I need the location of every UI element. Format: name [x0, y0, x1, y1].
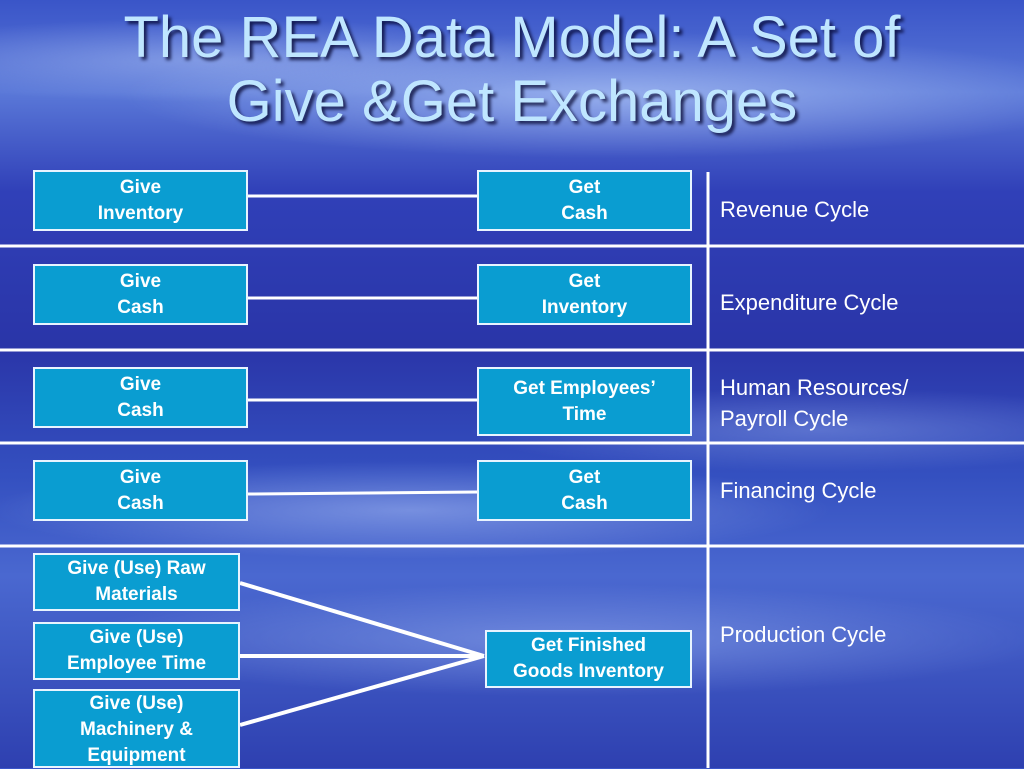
connector: [239, 654, 485, 727]
connector: [247, 490, 479, 496]
give-label: Give Cash: [117, 373, 164, 421]
give-box: Give (Use) Raw Materials: [33, 553, 240, 611]
give-box: Give (Use) Machinery & Equipment: [33, 689, 240, 768]
cycle-label: Financing Cycle: [720, 478, 877, 503]
give-box: Give Cash: [33, 264, 248, 325]
give-label: Give Cash: [117, 466, 164, 514]
get-box: Get Finished Goods Inventory: [485, 630, 692, 688]
give-label: Give (Use) Raw Materials: [67, 558, 206, 605]
cycle-label: Production Cycle: [720, 622, 887, 647]
give-label: Give Inventory: [97, 176, 184, 224]
get-label: Get Cash: [561, 176, 608, 224]
get-box: Get Employees’ Time: [477, 367, 692, 436]
get-label: Get Cash: [561, 466, 608, 514]
give-box: Give Cash: [33, 367, 248, 428]
cycle-label: Expenditure Cycle: [720, 290, 899, 315]
give-box: Give Cash: [33, 460, 248, 521]
give-label: Give (Use) Employee Time: [66, 627, 207, 674]
get-box: Get Inventory: [477, 264, 692, 325]
get-label: Get Employees’ Time: [513, 377, 656, 425]
get-label: Get Finished Goods Inventory: [513, 635, 664, 682]
slide-title: The REA Data Model: A Set of Give &Get E…: [123, 5, 901, 134]
give-label: Give (Use) Machinery & Equipment: [80, 693, 193, 766]
connector: [239, 581, 485, 658]
give-label: Give Cash: [117, 270, 164, 318]
give-box: Give Inventory: [33, 170, 248, 231]
get-box: Get Cash: [477, 170, 692, 231]
get-box: Get Cash: [477, 460, 692, 521]
cycle-label: Human Resources/ Payroll Cycle: [720, 375, 909, 431]
cycle-label: Revenue Cycle: [720, 197, 870, 222]
get-label: Get Inventory: [541, 270, 628, 318]
give-box: Give (Use) Employee Time: [33, 622, 240, 680]
